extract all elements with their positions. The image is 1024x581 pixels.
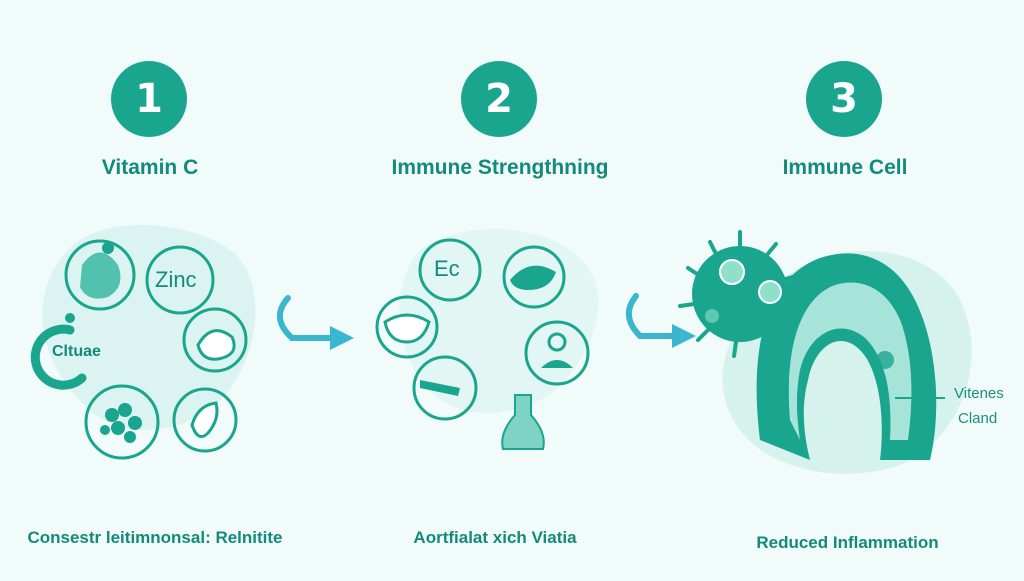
citrus-icon (30, 324, 87, 390)
person-icon (541, 332, 573, 368)
ec-label: Ec (434, 256, 460, 281)
step-1-number: 1 (135, 76, 163, 122)
arrow-2-icon (626, 293, 683, 339)
small-cell-icon (876, 351, 894, 369)
pepper-circle-icon (172, 387, 238, 453)
step-3-number: 3 (830, 76, 858, 122)
gland-label-bottom: Cland (958, 410, 998, 427)
berry-circle-icon (84, 384, 160, 460)
step-3-caption: Reduced Inflammation (756, 533, 939, 552)
step-3-badge: 3 (806, 61, 882, 137)
pepper-icon (190, 401, 219, 439)
nut-icon (196, 329, 236, 361)
leaf-icon (102, 242, 114, 254)
gland-label-top: Vitenes (954, 385, 1004, 402)
flask-icon (501, 394, 545, 450)
step-2-caption: Aortfialat xich Viatia (413, 528, 577, 547)
step1-icon-cluster (64, 239, 248, 460)
step-3-title: Immune Cell (782, 156, 908, 179)
melon-circle-icon (375, 295, 439, 359)
nut-circle-icon (182, 307, 248, 373)
gland-inner-icon (788, 282, 912, 440)
step-1-caption: Consestr leitimnonsal: Relnitite (27, 528, 283, 547)
melon-icon (383, 313, 431, 344)
zinc-circle-icon (145, 245, 215, 315)
step-2-title: Immune Strengthning (391, 156, 609, 179)
berry-icon (100, 403, 142, 443)
fruit-circle-icon (64, 239, 136, 311)
ec-circle-icon (418, 238, 482, 302)
step2-icon-art (383, 265, 573, 450)
citrus-leaf-icon (65, 313, 75, 323)
citrus-label: Cltuae (52, 343, 101, 360)
step-2-number: 2 (485, 76, 513, 122)
arrow-1-icon (277, 295, 341, 341)
step-2-badge: 2 (461, 61, 537, 137)
person-circle-icon (524, 320, 590, 386)
step1-icon-art (30, 242, 236, 443)
leaf-circle-icon (502, 245, 566, 309)
step-1-title: Vitamin C (101, 156, 199, 179)
fruit-icon (80, 252, 121, 299)
step2-icon-cluster (375, 238, 590, 421)
bottle-circle-icon (412, 355, 478, 421)
leaf-food-icon (510, 265, 556, 290)
immune-cell-icon (678, 230, 798, 358)
bottle-icon (420, 380, 460, 396)
zinc-label: Zinc (155, 267, 197, 292)
step-1-badge: 1 (111, 61, 187, 137)
